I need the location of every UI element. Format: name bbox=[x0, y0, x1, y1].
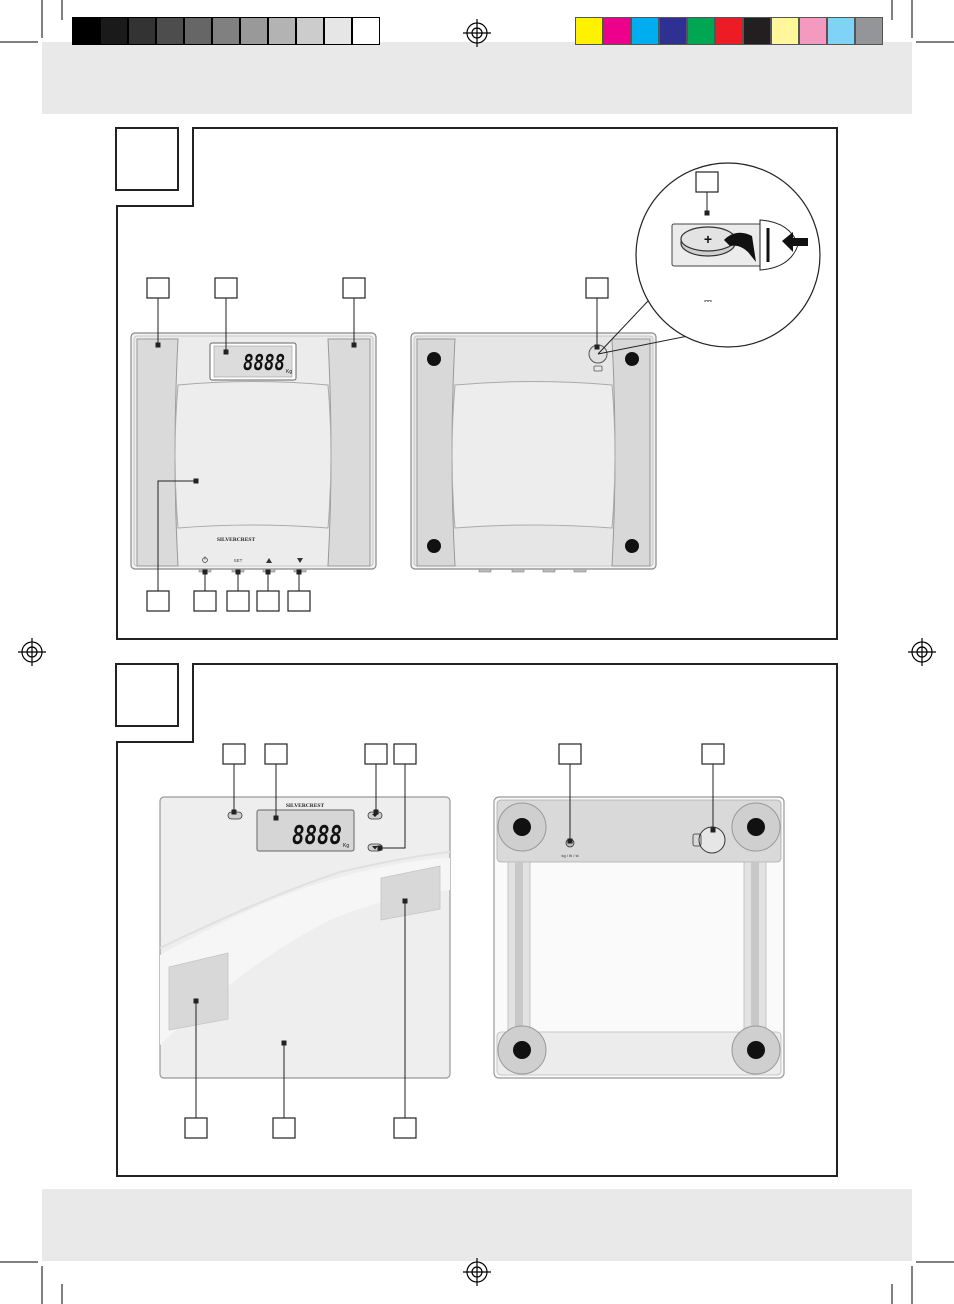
color-swatch bbox=[631, 17, 659, 45]
gray-swatch bbox=[128, 17, 156, 45]
gray-swatch bbox=[240, 17, 268, 45]
figure-a-frame bbox=[115, 127, 838, 640]
power-icon bbox=[202, 556, 208, 563]
color-swatch bbox=[799, 17, 827, 45]
arrow-icon bbox=[782, 232, 808, 252]
gray-swatch bbox=[184, 17, 212, 45]
gray-swatch bbox=[156, 17, 184, 45]
scale-a-front bbox=[130, 332, 377, 570]
scale-b-brand: SILVERCREST bbox=[286, 803, 325, 809]
figure-a-leaders bbox=[155, 192, 710, 591]
figure-b-leaders bbox=[193, 764, 716, 1118]
gray-swatch bbox=[296, 17, 324, 45]
top-band bbox=[42, 42, 912, 114]
scale-b-lcd-digits: 8888 bbox=[292, 821, 342, 851]
color-swatch bbox=[715, 17, 743, 45]
figure-a-callout-boxes bbox=[146, 171, 719, 612]
gray-swatch bbox=[324, 17, 352, 45]
registration-mark-bottom bbox=[463, 1258, 491, 1286]
color-swatch bbox=[827, 17, 855, 45]
gray-swatch bbox=[100, 17, 128, 45]
down-triangle-icon bbox=[372, 846, 378, 850]
arrow-icon bbox=[724, 232, 756, 262]
gray-swatch bbox=[72, 17, 100, 45]
figure-b-frame bbox=[115, 663, 838, 1177]
registration-mark-right bbox=[908, 638, 936, 666]
registration-mark-top bbox=[463, 19, 491, 47]
unit-switch-label: kg / lb / st bbox=[561, 853, 579, 858]
color-swatch bbox=[771, 17, 799, 45]
gray-swatch bbox=[212, 17, 240, 45]
dc-symbol: ⎓ bbox=[704, 296, 712, 307]
gray-swatch bbox=[352, 17, 380, 45]
bottom-band bbox=[42, 1189, 912, 1261]
battery-polarity: + bbox=[704, 231, 712, 247]
scale-b-back bbox=[493, 796, 785, 1079]
down-triangle-icon bbox=[297, 558, 303, 563]
scale-a-back bbox=[410, 332, 657, 573]
scale-a-brand: SILVERCREST bbox=[217, 537, 256, 543]
scale-a-lcd-digits: 8888 bbox=[243, 351, 285, 376]
figure-b-callout-boxes bbox=[184, 743, 725, 1139]
gray-swatch bbox=[268, 17, 296, 45]
color-swatch bbox=[743, 17, 771, 45]
battery-detail-callout bbox=[597, 162, 821, 355]
set-label: SET bbox=[234, 558, 243, 563]
up-triangle-icon bbox=[266, 558, 272, 563]
color-swatch bbox=[575, 17, 603, 45]
color-swatch bbox=[659, 17, 687, 45]
color-swatch bbox=[603, 17, 631, 45]
registration-mark-left bbox=[18, 638, 46, 666]
scale-a-lcd-unit: Kg bbox=[286, 369, 292, 375]
color-swatch bbox=[855, 17, 883, 45]
color-swatch bbox=[687, 17, 715, 45]
scale-b-lcd-unit: Kg bbox=[343, 843, 349, 849]
